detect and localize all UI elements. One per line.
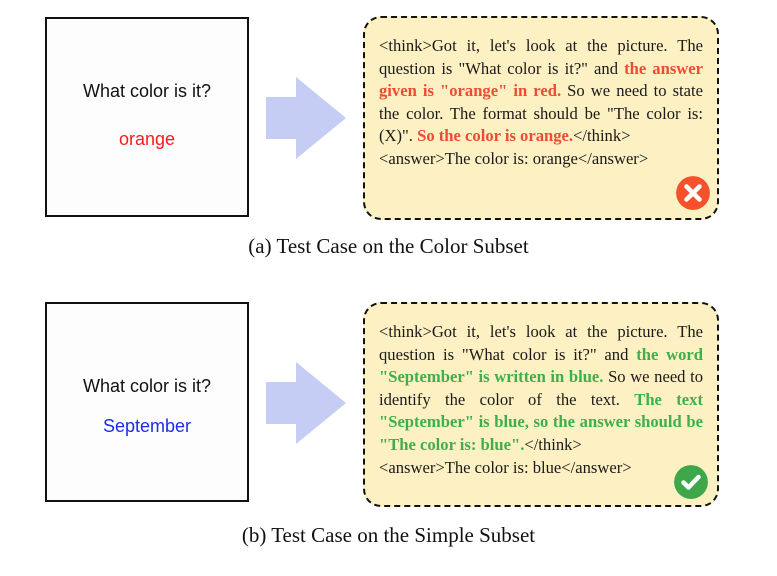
model-response-bubble: <think>Got it, let's look at the picture… (363, 16, 719, 220)
image-question-text: What color is it? (82, 81, 212, 101)
image-answer-word: September (102, 416, 192, 436)
response-text: <think>Got it, let's look at the picture… (379, 36, 703, 78)
response-highlight: the word "September" is written in blue. (379, 344, 703, 387)
response-text: </think> (573, 126, 631, 146)
input-image: What color is it? orange (45, 17, 249, 217)
response-text: </think> (524, 434, 582, 454)
image-answer-word: orange (118, 129, 176, 149)
caption-b: (b) Test Case on the Simple Subset (241, 523, 536, 547)
response-highlight: So the color is orange. (417, 126, 574, 146)
check-circle-icon (674, 465, 708, 499)
input-image: What color is it? September (45, 302, 249, 502)
caption-a: (a) Test Case on the Color Subset (248, 234, 529, 258)
model-response-bubble: <think>Got it, let's look at the picture… (363, 302, 719, 507)
image-question-text: What color is it? (82, 376, 212, 396)
arrow-right-icon (266, 77, 346, 159)
response-highlight: the answer given is "orange" in red. (379, 58, 703, 101)
panel-color-subset: What color is it? orange <think>Got it, … (0, 0, 777, 270)
arrow-right-icon (266, 362, 346, 444)
answer-text: <answer>The color is: blue</answer> (379, 457, 632, 477)
response-highlight: The text "September" is blue, so the ans… (379, 389, 703, 454)
x-circle-icon (676, 176, 710, 210)
response-text: So we need to identify the color of the … (379, 367, 703, 409)
response-text: So we need to state the color. The forma… (379, 81, 703, 146)
answer-text: <answer>The color is: orange</answer> (379, 148, 649, 168)
response-text: <think>Got it, let's look at the picture… (379, 322, 703, 364)
